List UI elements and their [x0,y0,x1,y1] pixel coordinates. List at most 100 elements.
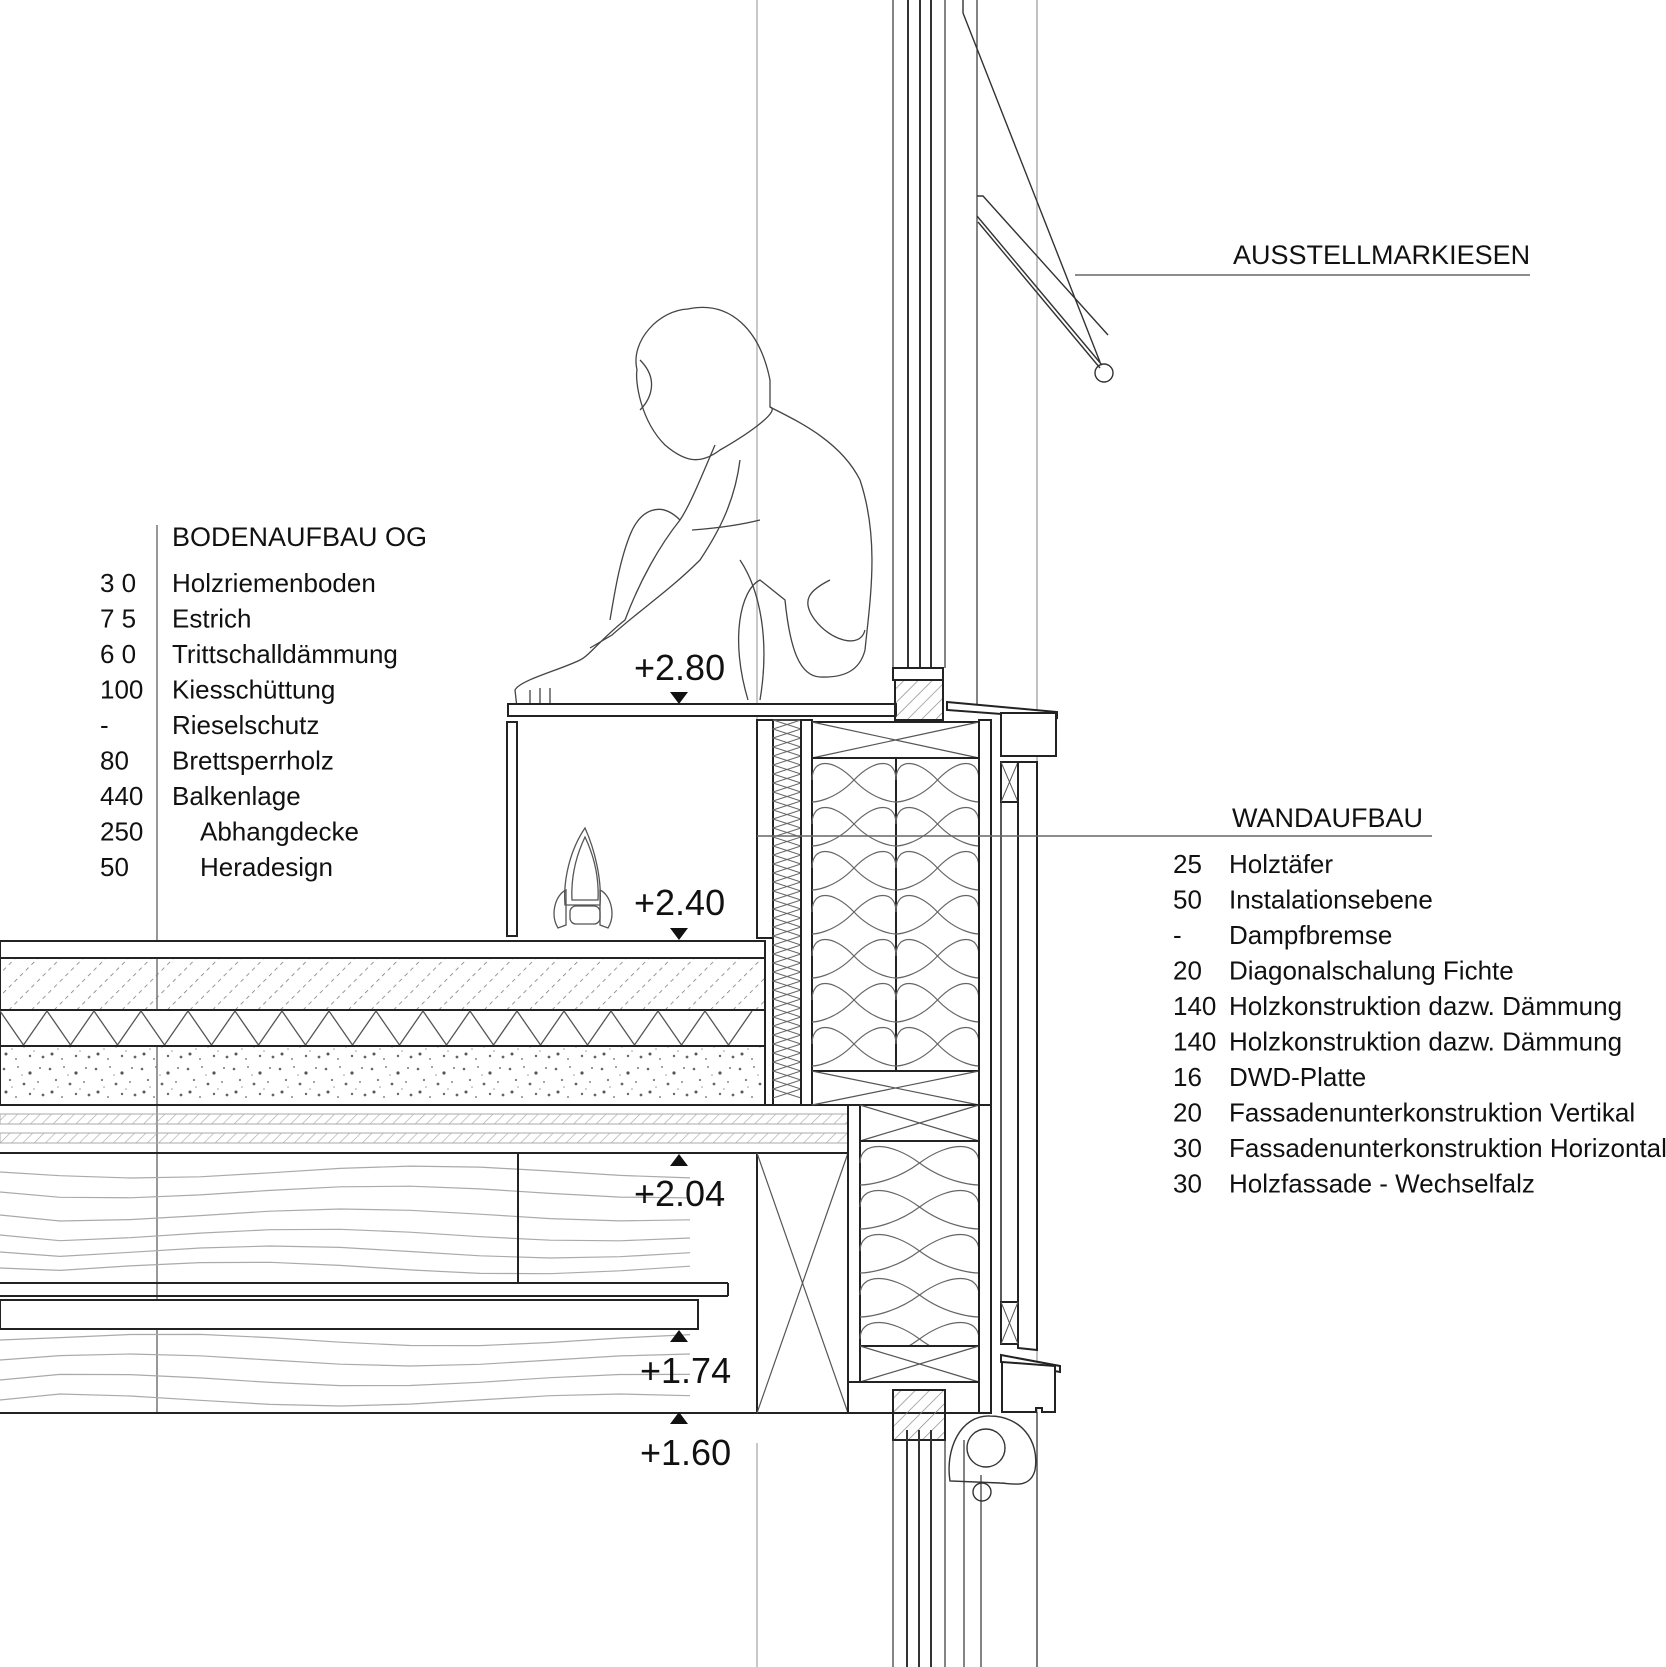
wood-grain-line [0,1353,691,1367]
roller-blind-bar [972,1482,992,1502]
insulation-loop [811,983,897,1023]
floor-layer-name: Abhangdecke [200,817,359,847]
floor-thickness: 6 0 [100,639,136,669]
wall-thickness: 30 [1173,1169,1202,1199]
floor-thickness: 3 0 [100,568,136,598]
floor-layer-name: Brettsperrholz [172,746,334,776]
wall-layer-name: Fassadenunterkonstruktion Horizontal [1229,1133,1666,1163]
insulation-loop [811,939,897,979]
insulation-loop [859,1145,980,1186]
floor-thickness: 440 [100,781,143,811]
wall-lower [847,1104,992,1441]
level-triangle-240 [670,928,688,940]
person-sitting-figure [514,306,873,709]
level-markers: +2.80 +2.40 +2.04 +1.74 +1.60 [634,647,731,1473]
insulation-loop [895,763,980,803]
level-240: +2.40 [634,882,725,923]
facade-board [1017,761,1038,1352]
facade [946,700,1061,1413]
suspended-ceiling-board [0,1299,699,1330]
wall-thickness: 140 [1173,991,1216,1021]
wood-grain-line [0,1393,691,1407]
insulation-loop [895,895,980,935]
wood-grain-line [0,1245,691,1259]
awning [962,0,1530,383]
level-204: +2.04 [634,1173,725,1214]
rocket-toy-icon [553,826,613,929]
wall-legend-title: WANDAUFBAU [1232,803,1423,833]
floor-layer-name: Estrich [172,604,251,634]
insulation-loop [811,895,897,935]
clt-layer-2 [0,1132,851,1144]
wood-grain-lines [0,1165,691,1407]
wall-upper [756,667,992,1106]
floor-layer-name: Trittschalldämmung [172,639,398,669]
level-triangle-174 [670,1330,688,1342]
insulation-loop [811,763,897,803]
window-lower [892,1412,1038,1667]
wall-lower-insulation [859,1140,980,1347]
wall-thickness: 50 [1173,885,1202,915]
wood-grain-line [0,1208,691,1222]
wall-layer-name: Instalationsebene [1229,885,1433,915]
floor-layer-name: Rieselschutz [172,710,319,740]
level-triangle-280 [670,692,688,704]
gravel-layer [0,1045,766,1106]
impact-insulation-zigzag [0,1009,753,1047]
floor-legend: BODENAUFBAU OG 3 0 Holzriemenboden 7 5 Estr… [100,522,427,882]
insulation-loop [895,939,980,979]
insulation-loop [859,1277,980,1318]
floor-buildup [0,940,851,1154]
wood-grain-line [0,1261,691,1275]
wall-layer-name: Diagonalschalung Fichte [1229,956,1514,986]
wall-insulation-hatch [811,763,980,1067]
awning-label: AUSSTELLMARKIESEN [1233,240,1530,270]
floor-legend-title: BODENAUFBAU OG [172,522,427,552]
wall-thickness: 140 [1173,1027,1216,1057]
wall-layer-name: Dampfbremse [1229,920,1392,950]
insulation-loop [895,983,980,1023]
wood-grain-line [0,1165,691,1179]
wall-layer-name: Holzkonstruktion dazw. Dämmung [1229,991,1622,1021]
level-174: +1.74 [640,1350,731,1391]
installation-layer [772,719,802,1106]
wood-grain-line [0,1333,691,1347]
window-upper [892,0,978,705]
insulation-loop [811,807,897,847]
floor-layer-name: Kiesschüttung [172,675,335,705]
wall-thickness: 20 [1173,1098,1202,1128]
wall-thickness: 30 [1173,1133,1202,1163]
floor-thickness: 80 [100,746,129,776]
level-triangle-160 [670,1412,688,1424]
floor-thickness: 50 [100,852,129,882]
insulation-loop [895,807,980,847]
wood-grain-line [0,1185,691,1199]
clt-layer-1 [0,1113,851,1125]
railing-post [506,721,518,937]
floor-layer-name: Holzriemenboden [172,568,376,598]
wall-insulation-1 [811,757,897,1072]
wall-thickness: - [1173,920,1182,950]
floor-thickness: 7 5 [100,604,136,634]
wood-grain-line [0,1373,691,1387]
wall-layer-name: Fassadenunterkonstruktion Vertikal [1229,1098,1635,1128]
floor-thickness: 250 [100,817,143,847]
beam-layer [0,1152,849,1414]
insulation-loop [811,1027,897,1067]
insulation-loop [859,1189,980,1230]
insulation-loop [811,851,897,891]
wall-thickness: 16 [1173,1062,1202,1092]
insulation-loop [895,1027,980,1067]
insulation-loop [895,851,980,891]
floor-thickness: 100 [100,675,143,705]
insulation-loop [859,1233,980,1274]
floor-layer-name: Heradesign [200,852,333,882]
wall-thickness: 20 [1173,956,1202,986]
floor-thickness: - [100,710,109,740]
roller-blind-drum [966,1428,1006,1468]
wood-grain-line [0,1228,691,1242]
level-160: +1.60 [640,1432,731,1473]
screed-layer [0,957,766,1011]
